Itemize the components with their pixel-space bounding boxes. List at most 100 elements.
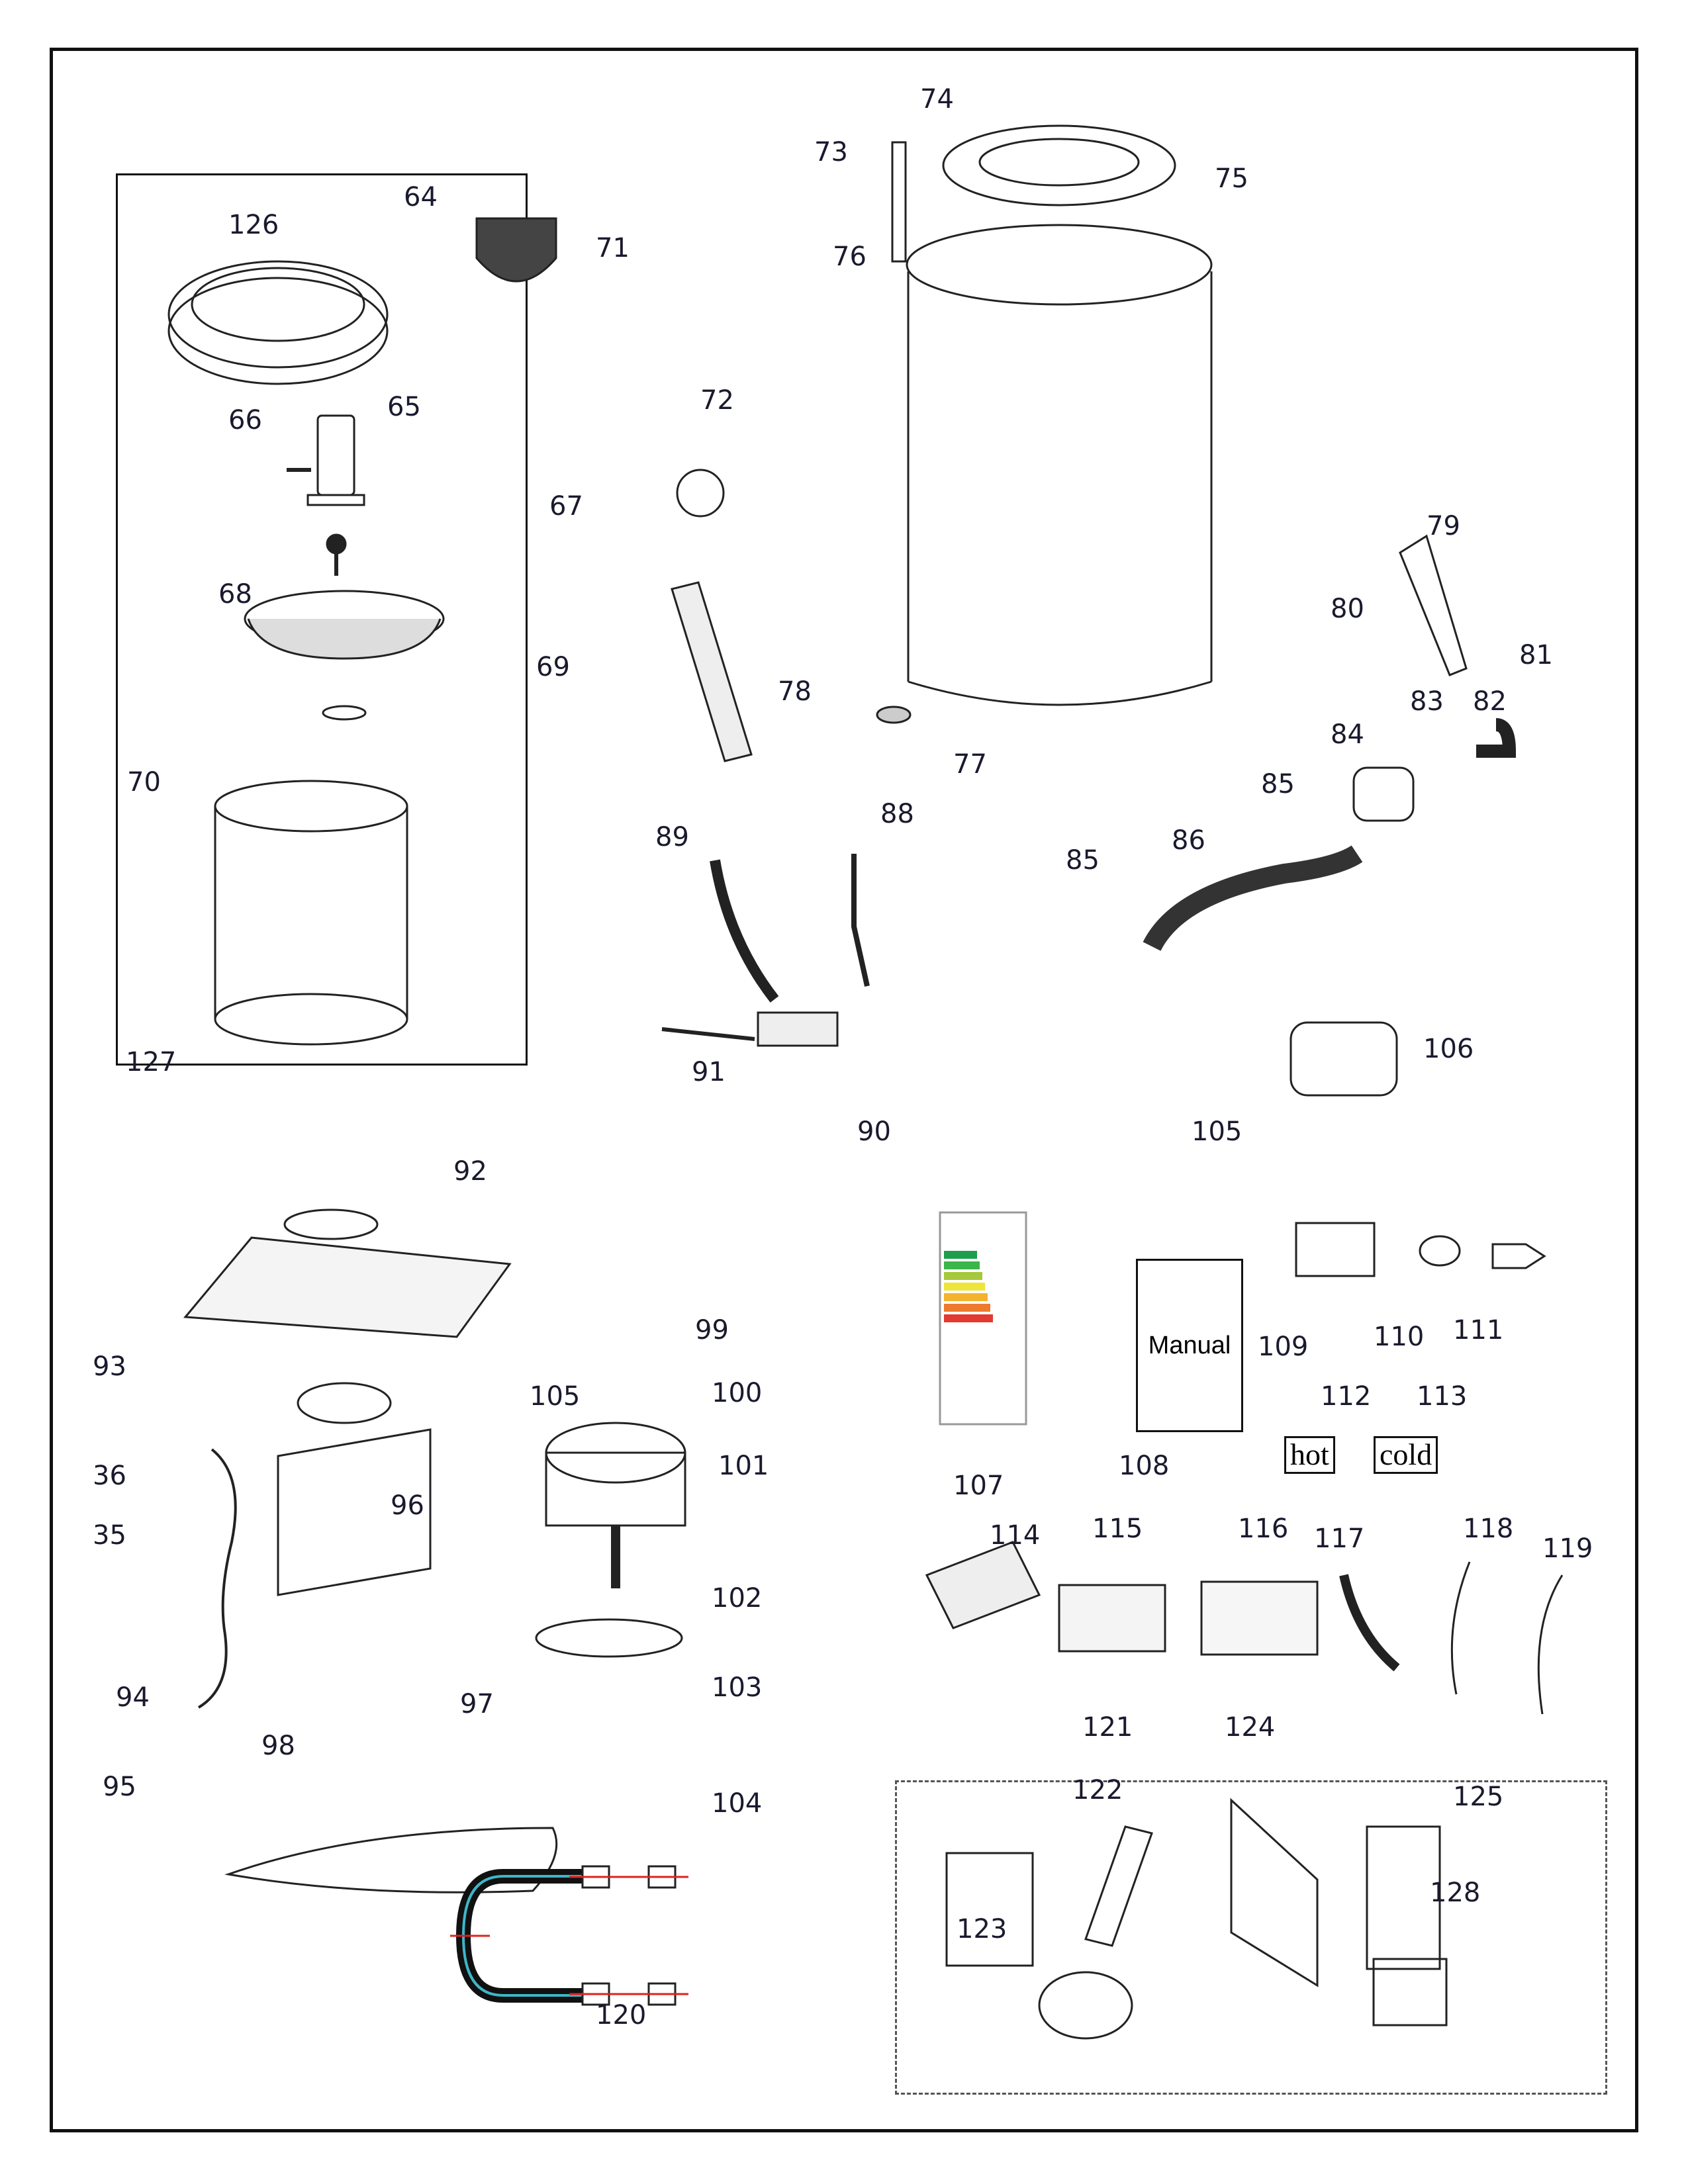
callout-114: 114: [990, 1520, 1041, 1551]
callout-98: 98: [261, 1731, 295, 1761]
part-112-hot-tag: hot: [1284, 1436, 1335, 1474]
part-90-latch: [757, 1011, 839, 1047]
callout-90: 90: [857, 1116, 891, 1147]
callout-109: 109: [1258, 1332, 1309, 1362]
callout-95: 95: [103, 1772, 136, 1802]
callout-120: 120: [596, 2000, 647, 2030]
part-109-sticker: [1295, 1222, 1376, 1277]
callout-118: 118: [1463, 1514, 1514, 1544]
callout-125: 125: [1453, 1782, 1504, 1812]
manual-text: Manual: [1148, 1331, 1231, 1359]
callout-123: 123: [957, 1914, 1008, 1944]
callout-105a: 105: [530, 1381, 581, 1412]
part-115-sticker: [1058, 1584, 1166, 1653]
callout-76: 76: [833, 242, 867, 272]
callout-69: 69: [536, 652, 570, 682]
part-108-manual: Manual: [1136, 1259, 1243, 1432]
callout-82: 82: [1473, 686, 1507, 717]
callout-70: 70: [127, 767, 161, 797]
part-93-gearbox: [183, 1208, 512, 1424]
part-84-valve: [1352, 766, 1415, 822]
callout-121: 121: [1082, 1712, 1133, 1743]
callout-97: 97: [460, 1689, 494, 1719]
callout-86: 86: [1172, 825, 1205, 856]
callout-116: 116: [1238, 1514, 1289, 1544]
callout-110: 110: [1374, 1322, 1425, 1352]
part-119-wire: [1537, 1574, 1564, 1715]
callout-111: 111: [1453, 1315, 1504, 1345]
part-125-box: [1366, 1825, 1441, 1970]
callout-119: 119: [1542, 1533, 1593, 1564]
part-127-ring: [167, 260, 389, 385]
callout-122: 122: [1072, 1775, 1123, 1805]
part-74-tub-cover: [942, 124, 1176, 206]
callout-101: 101: [718, 1451, 769, 1481]
callout-94: 94: [116, 1682, 150, 1713]
part-106-pump: [1289, 1021, 1398, 1097]
callout-75: 75: [1215, 163, 1248, 194]
part-73-bar: [891, 141, 907, 263]
part-89-strip: [710, 859, 779, 1003]
callout-35: 35: [93, 1520, 126, 1551]
inner-tub-assembly-box: [116, 173, 528, 1066]
part-120-inlet-hose: [450, 1865, 688, 2006]
callout-103: 103: [712, 1672, 763, 1703]
callout-127: 126: [228, 210, 279, 240]
callout-84: 84: [1331, 719, 1364, 750]
callout-68: 68: [218, 579, 252, 610]
callout-117: 117: [1314, 1524, 1365, 1554]
part-122-corner: [1084, 1825, 1153, 1947]
part-110-cap: [1419, 1235, 1461, 1267]
part-64-filter: [475, 217, 557, 283]
callout-67: 67: [549, 491, 583, 522]
part-67-bolt: [326, 533, 347, 576]
part-65-cap: [306, 414, 365, 506]
callout-73: 73: [814, 137, 848, 167]
packaging-group-box: [895, 1780, 1607, 2095]
callout-64: 64: [404, 182, 438, 212]
part-128-basket: [214, 780, 408, 1046]
callout-124: 124: [1225, 1712, 1276, 1743]
callout-115: 115: [1092, 1514, 1143, 1544]
part-121-foam: [945, 1852, 1034, 1967]
callout-93: 93: [93, 1351, 126, 1382]
part-107-energy-label: [939, 1211, 1027, 1426]
callout-107: 107: [953, 1471, 1004, 1501]
part-101-motor: [545, 1422, 686, 1588]
callout-77: 77: [953, 749, 987, 780]
callout-128: 127: [126, 1047, 177, 1077]
callout-71: 71: [596, 233, 630, 263]
callout-112: 112: [1321, 1381, 1372, 1412]
cold-text: cold: [1380, 1437, 1432, 1471]
part-96-bracket: [277, 1428, 432, 1596]
callout-80: 80: [1331, 594, 1364, 624]
part-117-strip: [1339, 1574, 1400, 1672]
part-126-card: [1372, 1958, 1448, 2026]
part-123-foam: [1038, 1971, 1133, 2040]
callout-96: 96: [391, 1490, 424, 1521]
callout-92: 92: [453, 1156, 487, 1187]
callout-91: 91: [692, 1057, 726, 1087]
diagram-frame: [50, 48, 1638, 2132]
part-113-cold-tag: cold: [1374, 1436, 1438, 1474]
callout-85b: 85: [1066, 845, 1100, 876]
part-91-screw: [661, 1027, 755, 1041]
callout-85a: 85: [1261, 769, 1295, 799]
callout-102: 102: [712, 1583, 763, 1614]
part-86-drain-hose: [1143, 845, 1363, 952]
part-88-rod: [851, 854, 870, 987]
callout-89: 89: [655, 822, 689, 852]
callout-83: 83: [1410, 686, 1444, 717]
part-72-oring: [676, 469, 725, 518]
callout-104: 104: [712, 1788, 763, 1819]
part-98-belt: [224, 1827, 558, 1893]
part-124-foam: [1230, 1797, 1319, 1987]
callout-126: 128: [1430, 1878, 1481, 1908]
callout-113: 113: [1417, 1381, 1468, 1412]
callout-106: 106: [1423, 1034, 1474, 1064]
part-76-outer-tub: [906, 224, 1213, 706]
callout-88: 88: [880, 799, 914, 829]
part-82-elbow: [1476, 718, 1517, 758]
callout-36: 36: [93, 1461, 126, 1491]
callout-65: 65: [387, 392, 421, 422]
